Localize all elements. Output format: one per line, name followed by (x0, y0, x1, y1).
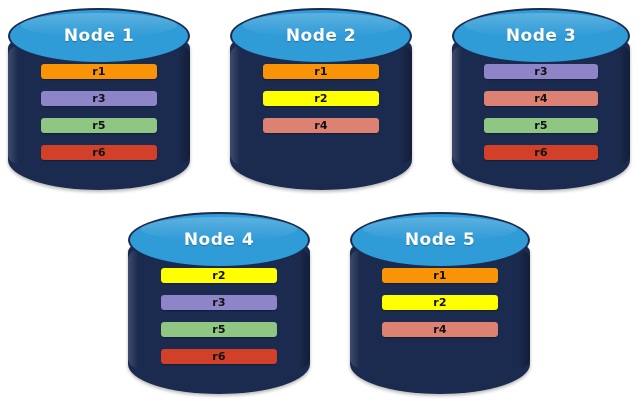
record-bar-r4[interactable]: r4 (262, 118, 380, 133)
node-label: Node 4 (183, 230, 255, 250)
record-label: r5 (212, 323, 226, 336)
record-bar-r2[interactable]: r2 (382, 295, 498, 310)
record-label: r6 (534, 146, 548, 159)
record-label: r4 (534, 92, 548, 105)
record-list: r3 r4 r5 r6 (452, 64, 630, 160)
node-2[interactable]: Node 2 r1 r2 r4 (230, 8, 412, 190)
cylinder-top-disc: Node 4 (128, 212, 310, 268)
cylinder-top-disc: Node 3 (452, 8, 630, 64)
node-label: Node 1 (63, 26, 135, 46)
node-3[interactable]: Node 3 r3 r4 r5 r6 (452, 8, 630, 190)
record-label: r4 (433, 323, 447, 336)
record-bar-r3[interactable]: r3 (40, 91, 158, 106)
record-label: r1 (433, 269, 447, 282)
record-bar-r6[interactable]: r6 (40, 145, 158, 160)
node-label: Node 3 (505, 26, 577, 46)
node-4[interactable]: Node 4 r2 r3 r5 r6 (128, 212, 310, 394)
record-bar-r4[interactable]: r4 (382, 322, 498, 337)
record-label: r3 (534, 65, 548, 78)
cylinder-top-disc: Node 5 (350, 212, 530, 268)
record-list: r1 r3 r5 r6 (8, 64, 190, 160)
cylinder-top-disc: Node 1 (8, 8, 190, 64)
record-label: r2 (212, 269, 226, 282)
record-label: r6 (212, 350, 226, 363)
record-bar-r3[interactable]: r3 (160, 295, 278, 310)
record-bar-r4[interactable]: r4 (484, 91, 598, 106)
node-1[interactable]: Node 1 r1 r3 r5 r6 (8, 8, 190, 190)
record-label: r4 (314, 119, 328, 132)
node-label: Node 5 (404, 230, 476, 250)
record-bar-r1[interactable]: r1 (262, 64, 380, 79)
record-label: r3 (92, 92, 106, 105)
node-5[interactable]: Node 5 r1 r2 r4 (350, 212, 530, 394)
record-label: r3 (212, 296, 226, 309)
record-list: r1 r2 r4 (230, 64, 412, 133)
record-bar-r6[interactable]: r6 (484, 145, 598, 160)
record-bar-r2[interactable]: r2 (262, 91, 380, 106)
record-list: r2 r3 r5 r6 (128, 268, 310, 364)
record-label: r2 (314, 92, 328, 105)
record-label: r5 (92, 119, 106, 132)
record-bar-r1[interactable]: r1 (40, 64, 158, 79)
record-bar-r6[interactable]: r6 (160, 349, 278, 364)
record-label: r6 (92, 146, 106, 159)
record-bar-r5[interactable]: r5 (40, 118, 158, 133)
record-bar-r3[interactable]: r3 (484, 64, 598, 79)
record-bar-r5[interactable]: r5 (484, 118, 598, 133)
record-bar-r5[interactable]: r5 (160, 322, 278, 337)
record-label: r1 (92, 65, 106, 78)
cylinder-top-disc: Node 2 (230, 8, 412, 64)
record-list: r1 r2 r4 (350, 268, 530, 337)
record-label: r2 (433, 296, 447, 309)
record-label: r1 (314, 65, 328, 78)
record-label: r5 (534, 119, 548, 132)
node-label: Node 2 (285, 26, 357, 46)
record-bar-r1[interactable]: r1 (382, 268, 498, 283)
record-bar-r2[interactable]: r2 (160, 268, 278, 283)
